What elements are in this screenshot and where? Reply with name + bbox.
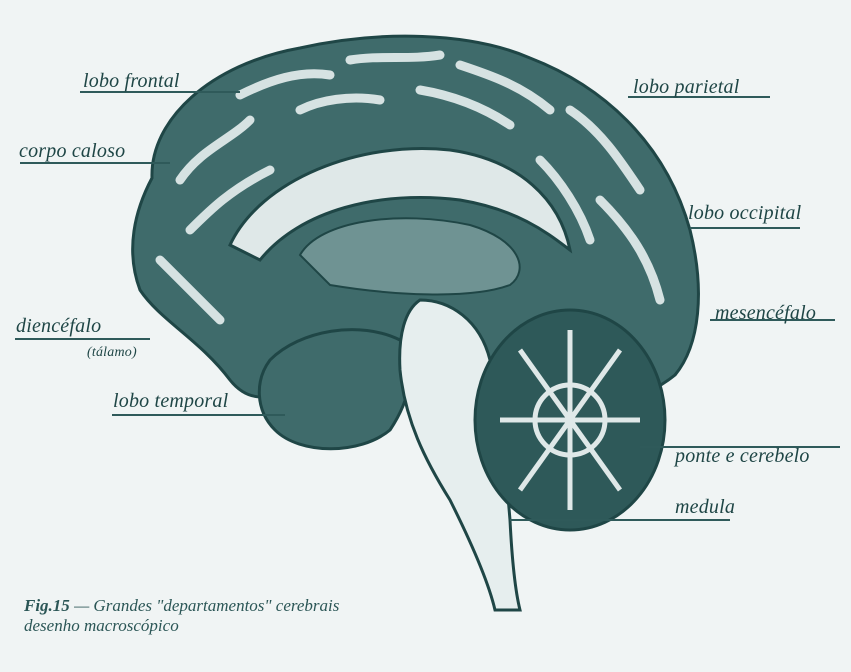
- label-corpo-caloso: corpo caloso: [19, 140, 125, 163]
- label-lobo-occipital: lobo occipital: [688, 202, 801, 225]
- label-mesencefalo: mesencéfalo: [715, 302, 816, 325]
- label-ponte-cerebelo: ponte e cerebelo: [675, 445, 810, 468]
- label-diencefalo: diencéfalo: [16, 315, 101, 338]
- caption-title: — Grandes "departamentos" cerebrais: [70, 596, 340, 615]
- label-lobo-parietal: lobo parietal: [633, 76, 740, 99]
- caption-line-2: desenho macroscópico: [24, 616, 339, 636]
- label-lobo-frontal: lobo frontal: [83, 70, 180, 93]
- label-talamo: (tálamo): [87, 345, 137, 361]
- label-lobo-temporal: lobo temporal: [113, 390, 228, 413]
- figure-number: Fig.15: [24, 596, 70, 615]
- label-medula: medula: [675, 496, 735, 519]
- caption-line-1: Fig.15 — Grandes "departamentos" cerebra…: [24, 596, 339, 616]
- figure-caption: Fig.15 — Grandes "departamentos" cerebra…: [24, 596, 339, 636]
